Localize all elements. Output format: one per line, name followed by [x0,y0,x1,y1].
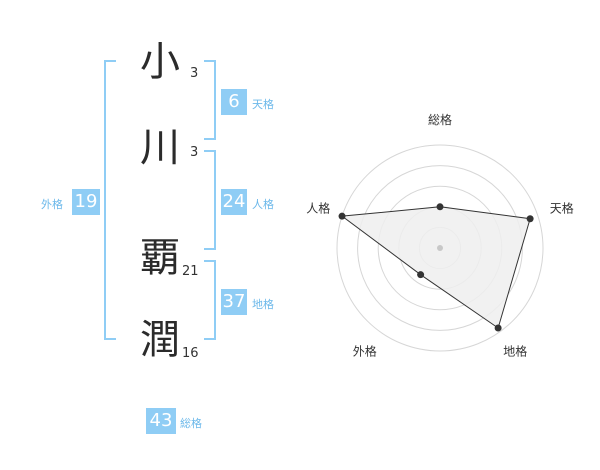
name-char-1: 小 [140,39,180,85]
name-char-2-strokes: 3 [190,145,199,160]
soukaku-label: 総格 [180,417,202,430]
radar-axis-label: 天格 [550,200,574,215]
radar-ring [336,144,544,352]
radar-polygon [340,206,531,329]
tenkaku-bracket [204,60,216,140]
radar-point [417,271,425,279]
chikaku-label: 地格 [252,298,274,311]
gaikaku-value: 19 [72,189,100,215]
radar-point [526,215,534,223]
name-char-4: 潤 [140,317,180,363]
tenkaku-label: 天格 [252,98,274,111]
jinkaku-label: 人格 [252,198,274,211]
chikaku-bracket [204,260,216,340]
jinkaku-bracket [204,150,216,250]
name-char-1-strokes: 3 [190,66,199,81]
radar-axis-label: 総格 [428,112,452,127]
radar-ring [357,165,523,331]
jinkaku-value: 24 [221,189,247,215]
name-char-3-strokes: 21 [182,264,199,279]
gaikaku-bracket [104,60,116,340]
chikaku-value: 37 [221,289,247,315]
radar-points [338,203,534,332]
name-char-3: 覇 [140,235,180,281]
radar-axis-label: 地格 [503,344,527,359]
radar-point [338,212,346,220]
name-char-2: 川 [140,125,180,171]
radar-axis-label: 人格 [306,200,330,215]
radar-point [494,324,502,332]
radar-center-dot [437,245,443,251]
tenkaku-value: 6 [221,89,247,115]
soukaku-value: 43 [146,408,176,434]
radar-axis-label: 外格 [353,344,377,359]
radar-point [436,203,444,211]
name-char-4-strokes: 16 [182,346,199,361]
gaikaku-label: 外格 [41,198,63,211]
